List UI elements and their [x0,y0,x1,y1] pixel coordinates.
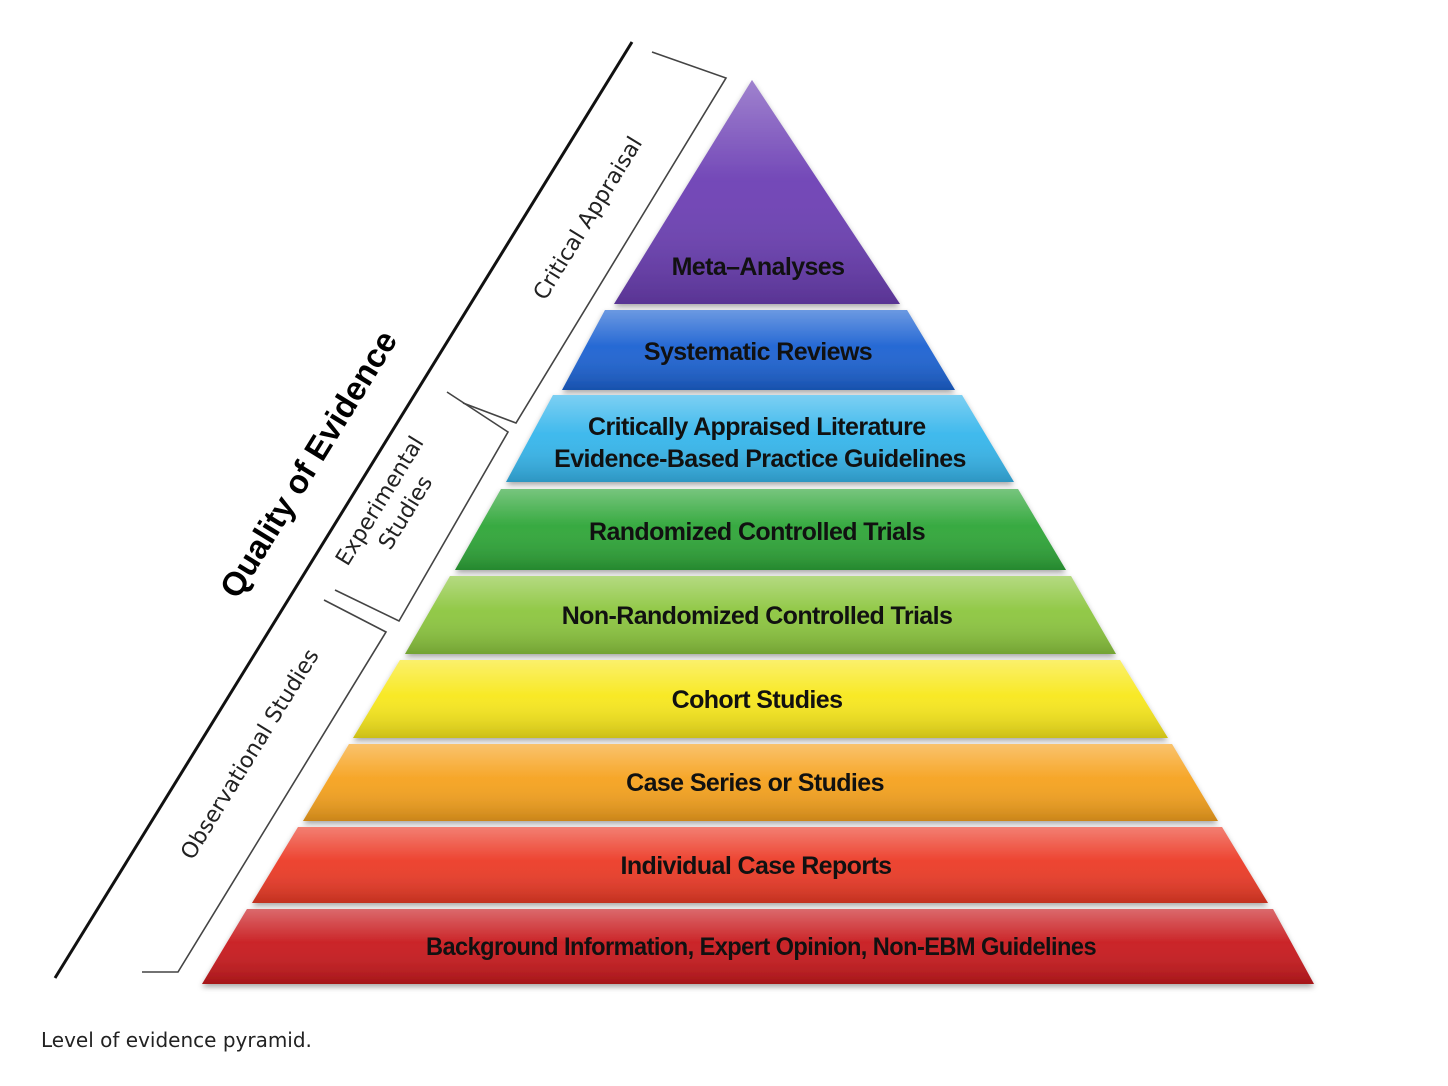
tier-label: Randomized Controlled Trials [589,518,925,546]
tier-labels: Meta–Analyses Systematic Reviews Critica… [426,253,1097,961]
tier-label-line: Critically Appraised Literature [588,413,926,441]
tier-meta-analyses [614,80,900,304]
quality-axis-line [53,41,634,979]
tier-label: Individual Case Reports [621,852,892,880]
tier-label-line: Background Information, Expert Opinion, … [426,933,1096,961]
tier-label-line: Meta–Analyses [672,253,845,281]
tier-label-line: Non-Randomized Controlled Trials [562,602,953,630]
tier-systematic-reviews [562,310,955,390]
tier-label: Critically Appraised Literature Evidence… [554,413,966,473]
quality-of-evidence-title: Quality of Evidence [212,324,404,604]
tier-label-line: Evidence-Based Practice Guidelines [554,445,966,473]
tier-critically-appraised-literature [506,395,1014,482]
tier-randomized-controlled-trials [455,489,1066,570]
tier-case-series [303,744,1218,821]
tier-label-line: Randomized Controlled Trials [589,518,925,546]
tier-label: Case Series or Studies [626,769,884,797]
tier-individual-case-reports [252,827,1268,903]
bracket-label-experimental-studies: Experimental Studies [331,426,457,585]
tier-label-line: Individual Case Reports [621,852,892,880]
tier-label-line: Cohort Studies [672,686,843,714]
tier-cohort-studies [353,660,1168,738]
figure-caption: Level of evidence pyramid. [41,1028,312,1052]
tier-label-line: Case Series or Studies [626,769,884,797]
tier-label: Meta–Analyses [672,253,845,281]
tier-label: Cohort Studies [672,686,843,714]
tier-label: Non-Randomized Controlled Trials [562,602,953,630]
tier-label: Background Information, Expert Opinion, … [426,933,1096,961]
tier-label: Systematic Reviews [644,338,872,366]
tier-label-line: Systematic Reviews [644,338,872,366]
tier-non-randomized-controlled-trials [405,576,1116,654]
tier-background-information [202,909,1314,984]
pyramid [202,80,1314,984]
